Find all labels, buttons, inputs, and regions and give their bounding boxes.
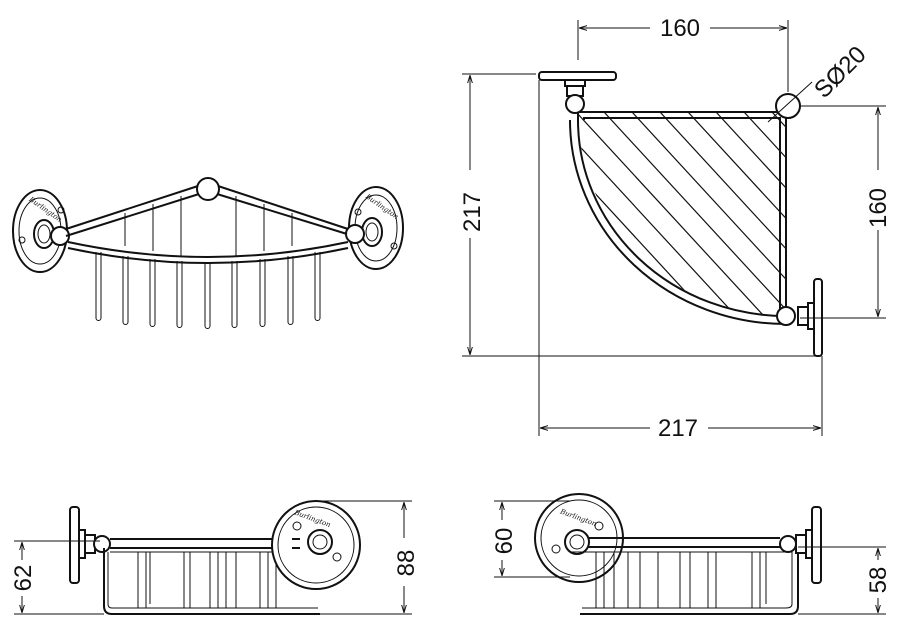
dim-depth-217: 217 (459, 192, 486, 232)
dim-side-right-60: 60 (491, 528, 518, 555)
plan-corner-ball (775, 93, 801, 119)
plan-hatch (578, 112, 786, 316)
dim-side-right-58: 58 (865, 567, 892, 594)
plan-view: 160 SØ20 160 217 217 (459, 15, 892, 442)
center-ball (196, 177, 220, 201)
plan-outline (577, 111, 787, 316)
basket-bars (95, 196, 321, 329)
dim-width-217: 217 (658, 415, 698, 442)
right-ball (345, 224, 365, 244)
side-view-right: Burlington 60 58 (491, 493, 892, 615)
plan-top-plate (538, 71, 617, 81)
dim-side-left-88: 88 (393, 550, 420, 577)
left-top-arm (65, 185, 200, 237)
front-rim (67, 241, 349, 258)
dim-right-160: 160 (865, 188, 892, 228)
right-top-arm (216, 185, 349, 235)
left-wall-plate: Burlington (12, 189, 68, 273)
plan-curve-outer (569, 119, 787, 325)
dim-ball-diameter: SØ20 (809, 41, 871, 103)
front-elevation: Burlington Burlington (12, 177, 404, 329)
dim-top-160: 160 (660, 15, 700, 42)
dim-side-left-62: 62 (10, 565, 37, 592)
side-view-left: Burlington 62 88 (10, 500, 420, 615)
ball-leader (767, 81, 813, 123)
